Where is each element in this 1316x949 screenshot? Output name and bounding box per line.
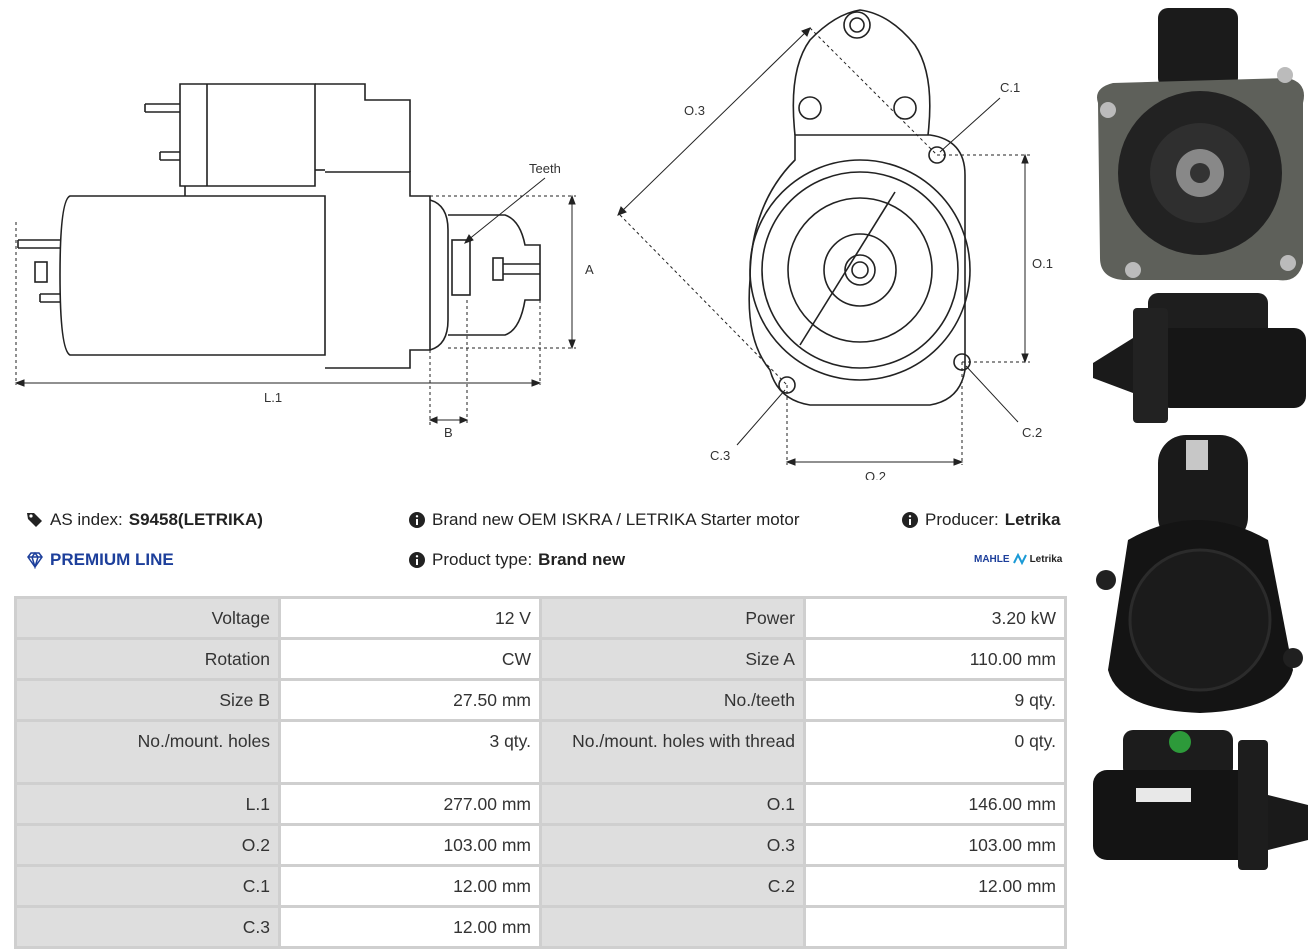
spec-value: 12 V [280, 599, 539, 637]
product-photo-side [1093, 293, 1306, 423]
product-type-label: Product type: [432, 550, 533, 569]
dim-label-o3: O.3 [684, 103, 705, 118]
spec-value: 110.00 mm [805, 640, 1064, 678]
info-icon [902, 512, 918, 528]
mahle-letrika-logo: MAHLE Letrika [974, 553, 1062, 565]
product-photo-front [1097, 8, 1304, 281]
product-photo-rear [1096, 435, 1303, 713]
description: Brand new OEM ISKRA / LETRIKA Starter mo… [408, 510, 800, 530]
spec-label: Size A [541, 640, 803, 678]
as-index: AS index: S9458(LETRIKA) [26, 510, 263, 530]
spec-value: 277.00 mm [280, 785, 539, 823]
as-index-value: S9458(LETRIKA) [128, 510, 263, 529]
spec-label: No./mount. holes with thread [541, 722, 803, 782]
spec-value: 12.00 mm [805, 867, 1064, 905]
spec-value: 9 qty. [805, 681, 1064, 719]
technical-drawing: L.1 A B Teeth C.1 [14, 9, 1053, 480]
producer-value: Letrika [1004, 510, 1061, 529]
as-index-label: AS index: [50, 510, 123, 529]
spec-value: 3.20 kW [805, 599, 1064, 637]
product-type: Product type: Brand new [408, 550, 625, 570]
dim-label-teeth: Teeth [529, 161, 561, 176]
product-photo-label-side [1093, 730, 1308, 870]
spec-value: 12.00 mm [280, 867, 539, 905]
spec-value [805, 908, 1064, 946]
tags-icon [27, 513, 42, 527]
logo-wave-icon [1012, 553, 1027, 565]
logo-mahle-text: MAHLE [974, 553, 1010, 565]
premium-line-label: PREMIUM LINE [50, 550, 174, 569]
dim-label-c3: C.3 [710, 448, 730, 463]
spec-label: C.3 [17, 908, 278, 946]
spec-value: 146.00 mm [805, 785, 1064, 823]
spec-label: Rotation [17, 640, 278, 678]
producer-label: Producer: [925, 510, 999, 529]
spec-value: 3 qty. [280, 722, 539, 782]
spec-label [541, 908, 803, 946]
spec-label: No./mount. holes [17, 722, 278, 782]
spec-label: Size B [17, 681, 278, 719]
spec-label: O.1 [541, 785, 803, 823]
info-icon [409, 552, 425, 568]
dim-label-a: A [585, 262, 594, 277]
dim-label-b: B [444, 425, 453, 440]
description-text: Brand new OEM ISKRA / LETRIKA Starter mo… [432, 510, 800, 529]
spec-label: L.1 [17, 785, 278, 823]
logo-letrika-text: Letrika [1029, 553, 1063, 565]
spec-label: No./teeth [541, 681, 803, 719]
spec-label: O.2 [17, 826, 278, 864]
spec-value: 12.00 mm [280, 908, 539, 946]
product-type-value: Brand new [538, 550, 626, 569]
spec-label: O.3 [541, 826, 803, 864]
spec-value: CW [280, 640, 539, 678]
producer: Producer: Letrika [901, 510, 1060, 530]
dim-label-c2: C.2 [1022, 425, 1042, 440]
dim-label-l1: L.1 [264, 390, 282, 405]
spec-value: 0 qty. [805, 722, 1064, 782]
spec-label: C.2 [541, 867, 803, 905]
spec-label: Voltage [17, 599, 278, 637]
dim-label-c1: C.1 [1000, 80, 1020, 95]
spec-label: Power [541, 599, 803, 637]
dim-label-o2: O.2 [865, 469, 886, 480]
spec-value: 103.00 mm [280, 826, 539, 864]
spec-value: 27.50 mm [280, 681, 539, 719]
diamond-icon [27, 551, 43, 569]
dim-label-o1: O.1 [1032, 256, 1053, 271]
spec-label: C.1 [17, 867, 278, 905]
info-icon [409, 512, 425, 528]
spec-value: 103.00 mm [805, 826, 1064, 864]
premium-line: PREMIUM LINE [26, 550, 174, 570]
